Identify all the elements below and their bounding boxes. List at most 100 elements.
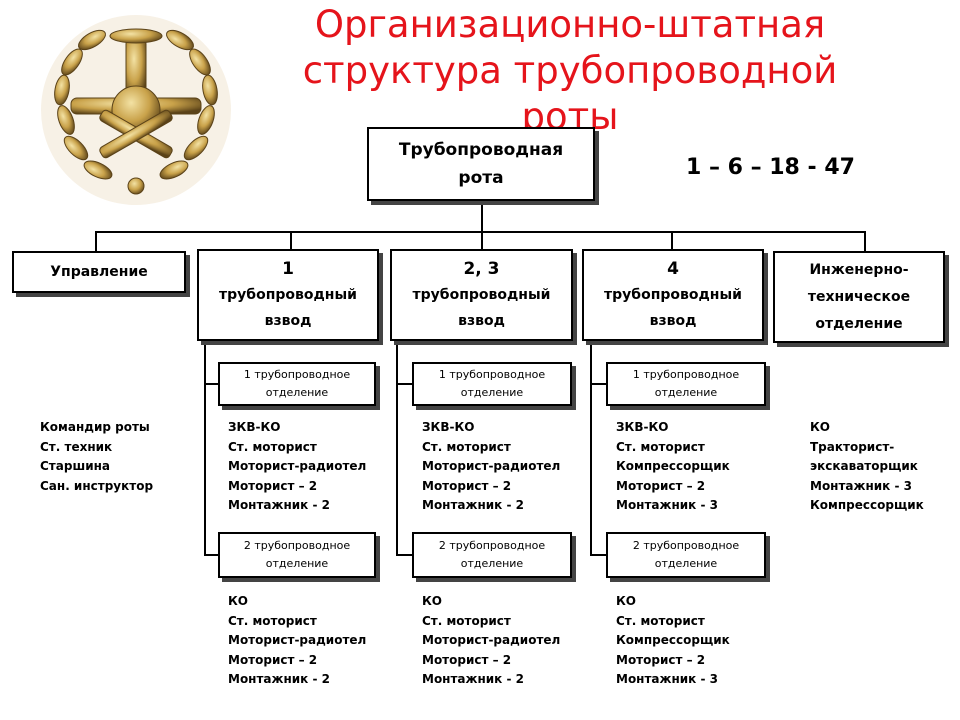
- connector-line: [671, 231, 673, 250]
- connector-line: [590, 554, 606, 556]
- platoon-1-box: 1 трубопроводный взвод: [197, 249, 379, 341]
- squad-label-line1: 1 трубопроводное: [438, 368, 546, 381]
- list-item: Монтажник - 3: [616, 672, 718, 686]
- connector-line: [396, 554, 412, 556]
- engineering-label-line3: отделение: [815, 315, 903, 332]
- list-item: Моторист-радиотел: [228, 633, 367, 647]
- squad-label-line1: 2 трубопроводное: [438, 539, 546, 552]
- engineering-label-line1: Инженерно-: [809, 261, 909, 278]
- platoon-4-box: 4 трубопроводный взвод: [582, 249, 764, 341]
- squad-label-line2: отделение: [654, 386, 718, 399]
- list-item: Тракторист-: [810, 439, 895, 454]
- engineering-staff-list: КО Тракторист- экскаваторщик Монтажник -…: [810, 418, 924, 516]
- connector-line: [204, 344, 206, 556]
- management-box: Управление: [12, 251, 186, 293]
- squad-box: 2 трубопроводное отделение: [606, 532, 766, 578]
- connector-line: [204, 554, 218, 556]
- connector-line: [481, 200, 483, 232]
- list-item: Ст. моторист: [422, 613, 511, 628]
- list-item: Монтажник - 2: [228, 498, 330, 512]
- company-box: Трубопроводная рота: [367, 127, 595, 201]
- list-item: Компрессорщик: [810, 498, 924, 512]
- list-item: ЗКВ-КО: [616, 420, 669, 434]
- list-item: КО: [228, 594, 249, 608]
- platoon-label-line1: трубопроводный: [412, 287, 551, 303]
- squad-staff-list: КО Ст. моторист Компрессорщик Моторист –…: [616, 592, 730, 690]
- connector-line: [396, 344, 398, 556]
- squad-label-line2: отделение: [460, 386, 524, 399]
- list-item: Моторист – 2: [422, 478, 512, 493]
- platoon-label-line2: взвод: [264, 313, 312, 329]
- company-label-line1: Трубопроводная: [398, 140, 564, 160]
- connector-line: [396, 383, 412, 385]
- list-item: КО: [810, 420, 831, 434]
- page-title: Организационно-штатная структура трубопр…: [302, 3, 838, 138]
- squad-box: 2 трубопроводное отделение: [412, 532, 572, 578]
- list-item: Моторист – 2: [616, 478, 706, 493]
- squad-label-line1: 2 трубопроводное: [632, 539, 740, 552]
- list-item: ЗКВ-КО: [422, 420, 475, 434]
- list-item: Монтажник - 3: [616, 498, 718, 512]
- list-item: Монтажник - 3: [810, 478, 912, 493]
- list-item: Моторист-радиотел: [422, 633, 561, 647]
- pipeline-troops-emblem-icon: [41, 15, 231, 205]
- management-staff-list: Командир роты Ст. техник Старшина Сан. и…: [40, 418, 153, 496]
- list-item: Моторист – 2: [228, 478, 318, 493]
- list-item: Моторист – 2: [228, 652, 318, 667]
- platoon-number: 4: [667, 259, 679, 279]
- squad-box: 1 трубопроводное отделение: [606, 362, 766, 406]
- list-item: КО: [422, 594, 443, 608]
- platoon-2-3-box: 2, 3 трубопроводный взвод: [390, 249, 573, 341]
- list-item: Ст. моторист: [228, 439, 317, 454]
- list-item: Моторист-радиотел: [228, 459, 367, 473]
- squad-staff-list: ЗКВ-КО Ст. моторист Моторист-радиотел Мо…: [228, 418, 366, 516]
- connector-line: [95, 231, 866, 233]
- squad-staff-list: ЗКВ-КО Ст. моторист Моторист-радиотел Мо…: [422, 418, 560, 516]
- connector-line: [590, 383, 606, 385]
- list-item: Командир роты: [40, 420, 150, 434]
- list-item: Монтажник - 2: [422, 672, 524, 686]
- connector-line: [204, 383, 218, 385]
- list-item: Моторист-радиотел: [422, 459, 561, 473]
- connector-line: [290, 231, 292, 250]
- list-item: Ст. техник: [40, 439, 113, 454]
- list-item: Старшина: [40, 459, 110, 473]
- squad-label-line2: отделение: [460, 557, 524, 570]
- list-item: КО: [616, 594, 637, 608]
- squad-label-line2: отделение: [265, 386, 329, 399]
- list-item: ЗКВ-КО: [228, 420, 281, 434]
- squad-box: 2 трубопроводное отделение: [218, 532, 376, 578]
- squad-staff-list: КО Ст. моторист Моторист-радиотел Мотори…: [422, 592, 560, 690]
- connector-line: [481, 231, 483, 250]
- engineering-label-line2: техническое: [807, 288, 911, 305]
- connector-line: [95, 231, 97, 251]
- list-item: экскаваторщик: [810, 459, 918, 473]
- connector-line: [590, 344, 592, 556]
- platoon-number: 1: [282, 259, 294, 279]
- list-item: Ст. моторист: [616, 613, 705, 628]
- list-item: Компрессорщик: [616, 633, 730, 647]
- squad-staff-list: КО Ст. моторист Моторист-радиотел Мотори…: [228, 592, 366, 690]
- squad-box: 1 трубопроводное отделение: [218, 362, 376, 406]
- list-item: Моторист – 2: [422, 652, 512, 667]
- squad-label-line2: отделение: [654, 557, 718, 570]
- connector-line: [864, 231, 866, 251]
- company-label-line2: рота: [458, 168, 504, 188]
- list-item: Ст. моторист: [228, 613, 317, 628]
- management-label: Управление: [50, 264, 148, 280]
- squad-label-line2: отделение: [265, 557, 329, 570]
- list-item: Монтажник - 2: [228, 672, 330, 686]
- list-item: Компрессорщик: [616, 459, 730, 473]
- list-item: Сан. инструктор: [40, 478, 154, 493]
- engineering-section-box: Инженерно- техническое отделение: [773, 251, 945, 343]
- squad-box: 1 трубопроводное отделение: [412, 362, 572, 406]
- platoon-label-line2: взвод: [649, 313, 697, 329]
- staffing-formula: 1 – 6 – 18 - 47: [686, 155, 855, 180]
- platoon-number: 2, 3: [463, 259, 500, 279]
- platoon-label-line1: трубопроводный: [219, 287, 357, 303]
- squad-label-line1: 1 трубопроводное: [632, 368, 740, 381]
- list-item: Моторист – 2: [616, 652, 706, 667]
- squad-label-line1: 2 трубопроводное: [243, 539, 351, 552]
- platoon-label-line2: взвод: [458, 313, 505, 329]
- list-item: Ст. моторист: [422, 439, 511, 454]
